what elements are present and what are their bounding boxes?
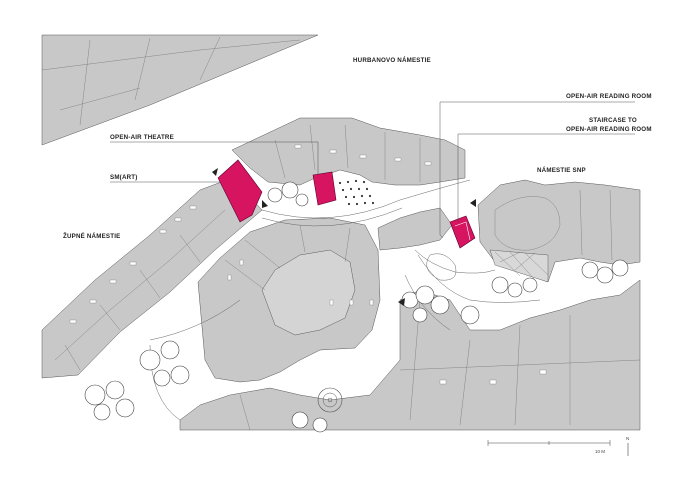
highlight-open-air-theatre [312,171,337,206]
leader-lines [110,101,635,239]
courtyard-central [261,249,356,336]
label-zupne-namestie: ŽUPNÉ NÁMESTIE [63,232,120,240]
highlight-smart [217,159,263,223]
north-arrow: N [626,436,629,456]
label-smart: SM(ART) [110,174,138,181]
dormer-marks [69,144,607,385]
fountain-outer [317,387,343,413]
label-staircase-line2: OPEN-AIR READING ROOM [566,126,652,133]
arrow-marker [262,200,268,208]
label-hurbanovo: HURBANOVO NÁMESTIE [353,57,431,64]
label-namestie-snp: NÁMESTIE SNP [537,167,586,174]
fountain-inner [322,392,338,408]
arrow-marker [212,168,218,176]
arrow-marker [470,199,476,207]
label-open-air-reading-room: OPEN-AIR READING ROOM [566,93,652,100]
building-south-block [179,279,641,431]
building-hurbanovo-row [231,117,466,186]
theatre-entrance-hatch [489,249,549,283]
scale-label: 10 M [595,449,605,454]
highlight-staircase [449,215,476,249]
label-open-air-theatre: OPEN-AIR THEATRE [110,134,174,141]
label-staircase-line1: STAIRCASE TO [589,117,637,124]
interventions [217,159,476,249]
building-blocks [41,34,641,431]
arrow-marker [398,298,405,306]
building-mid-connector [377,207,453,251]
scale-bar: 10 M [487,440,611,454]
entrance-arrows [212,168,476,306]
north-label: N [626,436,629,441]
trees [84,181,629,433]
reading-room-seats [338,179,375,206]
building-north-west-block [41,34,319,146]
map-labels: HURBANOVO NÁMESTIE OPEN-AIR READING ROOM… [63,57,652,240]
